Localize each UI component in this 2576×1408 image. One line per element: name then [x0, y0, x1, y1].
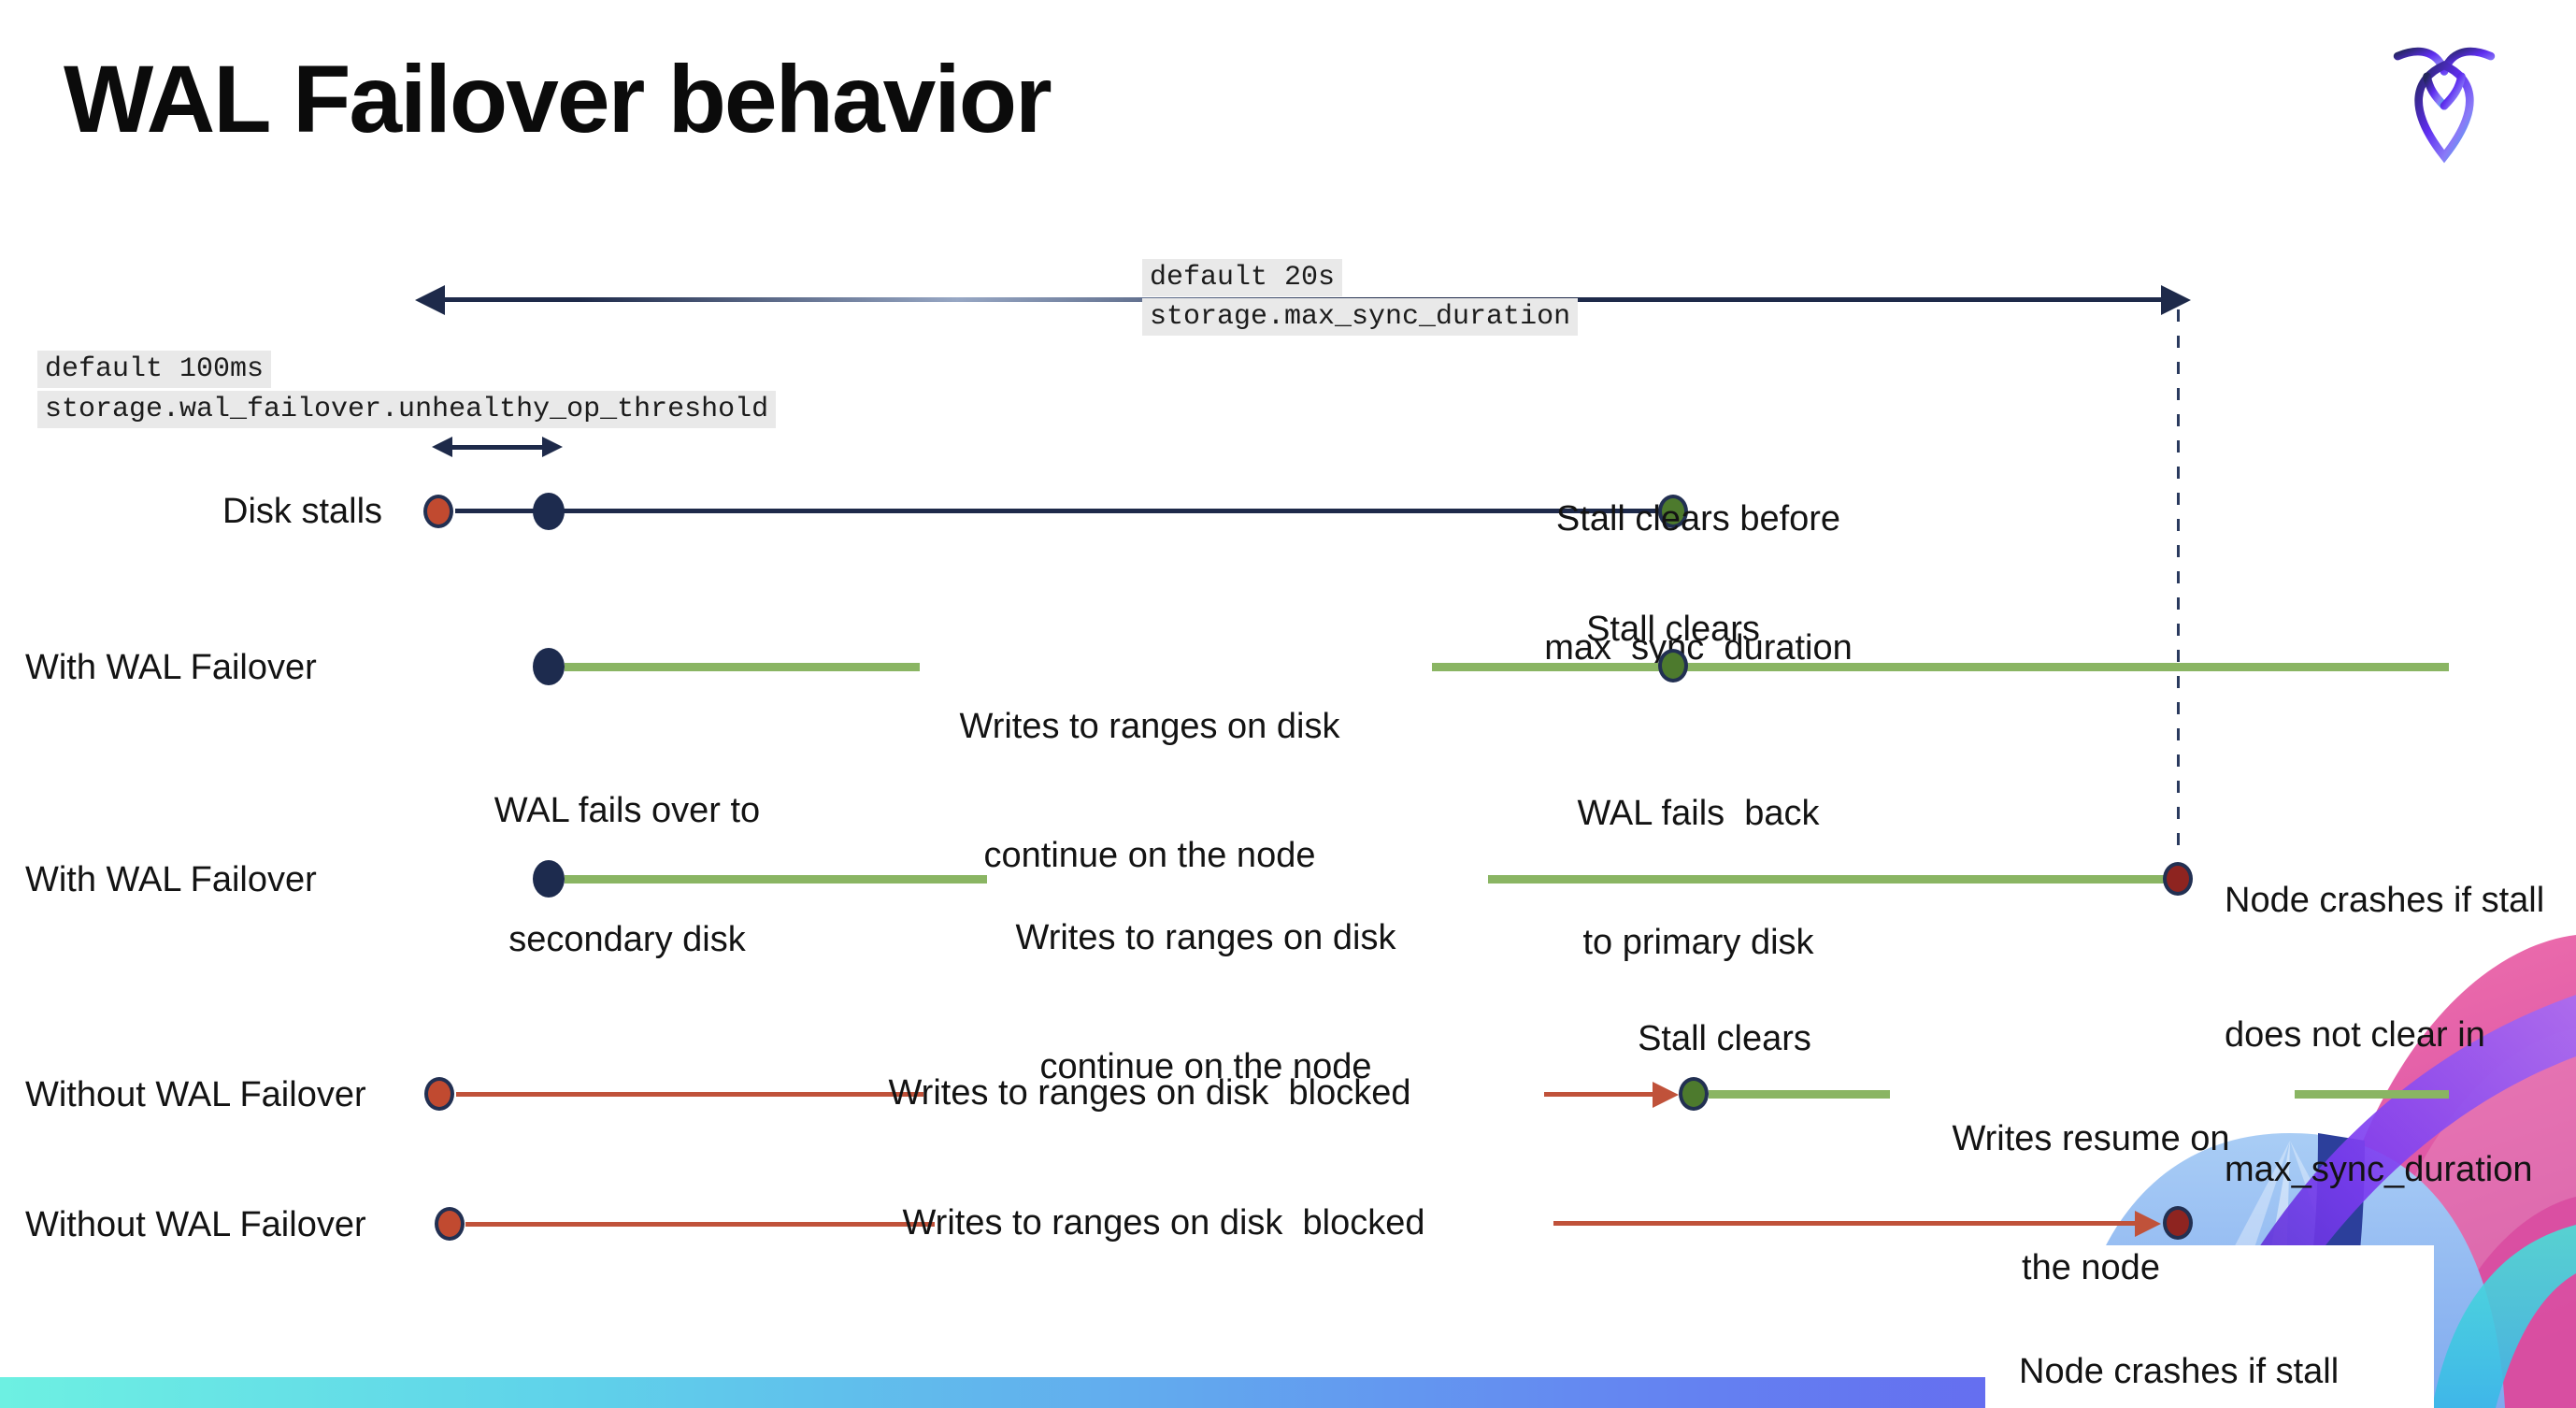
row-label-disk-stalls: Disk stalls: [222, 492, 383, 531]
with-wal-1-green-line-b: [1432, 663, 2449, 671]
stall-clears-before-line1: Stall clears before: [1555, 499, 1841, 539]
row-label-with-wal-failover-2: With WAL Failover: [25, 860, 317, 899]
small-arrowhead-right-icon: [542, 437, 563, 457]
writes-resume-line1: Writes resume on: [1952, 1119, 2230, 1158]
disk-stall-start-dot: [423, 495, 453, 528]
stall-clears-before-label: Stall clears before max_sync_duration: [1544, 411, 1853, 755]
row-label-without-wal-failover-1: Without WAL Failover: [25, 1075, 366, 1114]
with-wal-2-failover-dot: [533, 860, 565, 898]
page-title: WAL Failover behavior: [64, 46, 1052, 152]
writes-continue-2-line1: Writes to ranges on disk: [1015, 918, 1396, 957]
with-wal-2-green-line-b: [1488, 875, 2165, 884]
node-crashes-without-wal-line1: Node crashes if stall: [2019, 1352, 2340, 1391]
without-wal-1-blocked-line: [456, 1092, 923, 1097]
with-wal-1-stall-clears-dot: [1658, 649, 1688, 682]
cockroachdb-logo-icon: [2393, 47, 2496, 164]
node-crashes-without-wal-label: Node crashes if stall does not clear in …: [2019, 1262, 2339, 1408]
node-crashes-with-wal-line1: Node crashes if stall: [2225, 881, 2545, 920]
disk-stalls-threshold-line: [455, 509, 534, 513]
wal-fails-over-label: WAL fails over to secondary disk: [494, 703, 760, 1047]
node-crashes-with-wal-label: Node crashes if stall does not clear in …: [2225, 788, 2544, 1282]
without-wal-2-arrowhead-icon: [2135, 1211, 2161, 1237]
row-label-without-wal-failover-2: Without WAL Failover: [25, 1205, 366, 1244]
with-wal-1-failover-dot: [533, 648, 565, 685]
disk-stalls-timeline: [564, 509, 1659, 513]
writes-continue-2-line2: continue on the node: [1039, 1047, 1372, 1086]
node-crashes-with-wal-line2: does not clear in: [2225, 1015, 2485, 1055]
unhealthy-op-span-line: [449, 445, 546, 450]
writes-continue-1-line1: Writes to ranges on disk: [959, 707, 1340, 746]
node-crashes-callout-box: [1985, 1245, 2434, 1408]
with-wal-2-crash-dot: [2163, 862, 2193, 896]
disk-stall-threshold-dot: [533, 493, 565, 530]
max-sync-deadline-dashed-line: [2177, 309, 2180, 859]
max-sync-setting-name: storage.max_sync_duration: [1142, 298, 1579, 336]
without-wal-2-stall-dot: [435, 1207, 465, 1241]
row-label-with-wal-failover-1: With WAL Failover: [25, 648, 317, 687]
stall-clears-1-label: Stall clears: [1586, 610, 1760, 649]
without-wal-1-green-line-a: [1709, 1090, 1890, 1099]
writes-continue-1-line2: continue on the node: [983, 836, 1316, 875]
without-wal-1-stall-dot: [424, 1077, 454, 1111]
with-wal-1-green-line-a: [565, 663, 920, 671]
wal-fails-back-line1: WAL fails back: [1577, 794, 1820, 833]
max-sync-default-label: default 20s: [1142, 259, 1343, 296]
arrowhead-left-icon: [415, 285, 445, 315]
wal-fails-over-line1: WAL fails over to: [494, 791, 761, 830]
stall-clears-before-line2: max_sync_duration: [1544, 628, 1853, 668]
writes-resume-line2: the node: [2022, 1248, 2160, 1287]
without-wal-1-arrow-line: [1544, 1092, 1658, 1097]
writes-blocked-1-label: Writes to ranges on disk blocked: [888, 1073, 1411, 1113]
wal-fails-back-label: WAL fails back to primary disk: [1577, 706, 1819, 1050]
without-wal-1-green-line-b: [2295, 1090, 2449, 1099]
writes-continue-2-label: Writes to ranges on disk continue on the…: [1016, 830, 1396, 1174]
without-wal-1-arrowhead-icon: [1653, 1082, 1679, 1108]
wal-fails-back-line2: to primary disk: [1582, 923, 1814, 962]
with-wal-2-green-line-a: [565, 875, 987, 884]
disk-stall-clears-dot: [1658, 495, 1688, 528]
writes-resume-label: Writes resume on the node: [1952, 1031, 2229, 1375]
wal-fails-over-line2: secondary disk: [508, 920, 746, 959]
stall-clears-2-label: Stall clears: [1638, 1019, 1811, 1058]
without-wal-1-stall-clears-dot: [1679, 1077, 1709, 1111]
writes-continue-1-label: Writes to ranges on disk continue on the…: [960, 619, 1340, 963]
writes-blocked-2-label: Writes to ranges on disk blocked: [902, 1203, 1425, 1243]
without-wal-2-blocked-line: [465, 1222, 935, 1227]
unhealthy-op-default-label: default 100ms: [37, 351, 272, 388]
node-crashes-with-wal-line3: max_sync_duration: [2225, 1150, 2533, 1189]
without-wal-2-arrow-line: [1553, 1221, 2140, 1226]
without-wal-2-crash-dot: [2163, 1206, 2193, 1240]
unhealthy-op-setting-name: storage.wal_failover.unhealthy_op_thresh…: [37, 391, 777, 428]
small-arrowhead-left-icon: [432, 437, 452, 457]
arrowhead-right-icon: [2161, 285, 2191, 315]
